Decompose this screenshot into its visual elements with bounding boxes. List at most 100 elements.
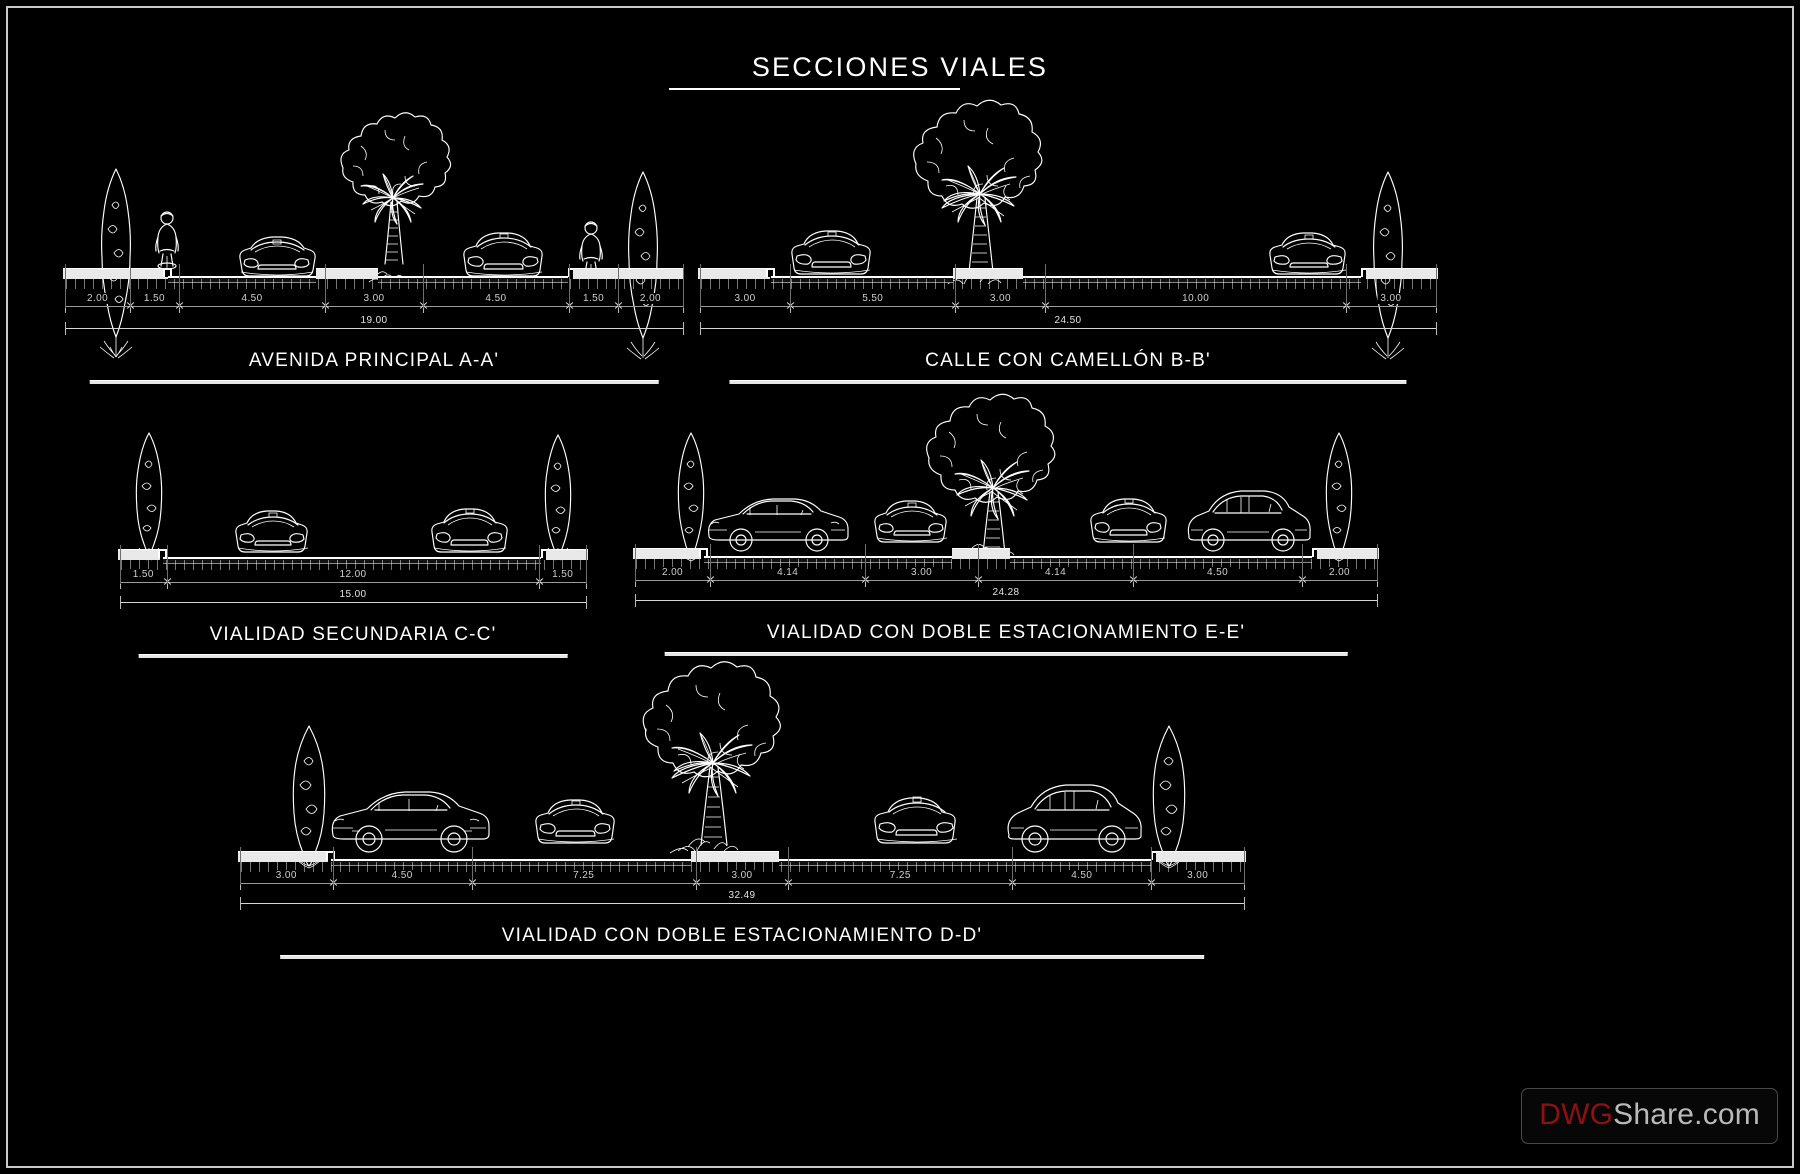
total-dimension-label: 19.00 bbox=[357, 315, 391, 326]
dimension-label: 4.50 bbox=[482, 293, 510, 304]
total-dimension-label: 32.49 bbox=[725, 890, 759, 901]
sidewalk-right bbox=[1156, 851, 1246, 862]
dimension-line bbox=[120, 582, 586, 583]
dimension-label: 2.00 bbox=[636, 293, 665, 304]
roadway bbox=[1010, 556, 1312, 563]
section-caption: CALLE CON CAMELLÓN B-B' bbox=[925, 350, 1211, 371]
dimension-label: 4.50 bbox=[238, 293, 266, 304]
section-caption-underline bbox=[89, 380, 659, 384]
car-front-icon bbox=[1266, 230, 1352, 278]
extension-line bbox=[1345, 264, 1347, 308]
hatchback-side-icon bbox=[1183, 488, 1311, 552]
watermark: DWGShare.com bbox=[1521, 1088, 1778, 1144]
sidewalk-right bbox=[1366, 268, 1438, 279]
total-dimension-tick bbox=[65, 322, 66, 335]
watermark-suffix: Share.com bbox=[1613, 1098, 1760, 1131]
car-front-icon bbox=[872, 795, 962, 847]
dimension-label: 1.50 bbox=[129, 569, 157, 580]
sedan-side-icon bbox=[705, 490, 850, 552]
dimension-label: 7.25 bbox=[570, 870, 598, 881]
sidewalk-left bbox=[633, 548, 701, 559]
drawing-title: SECCIONES VIALES bbox=[751, 52, 1049, 82]
palm-tree-icon bbox=[331, 102, 461, 287]
curb-icon bbox=[163, 268, 172, 277]
car-front-icon bbox=[788, 228, 876, 278]
cypress-tree-icon bbox=[1138, 723, 1200, 869]
extension-line bbox=[1045, 264, 1047, 308]
dimension-label: 4.14 bbox=[1041, 567, 1070, 578]
total-dimension-tick bbox=[1377, 594, 1378, 607]
dimension-label: 3.00 bbox=[908, 567, 936, 578]
total-dimension-tick bbox=[120, 596, 121, 609]
sidewalk-right bbox=[573, 268, 683, 279]
curb-icon bbox=[699, 548, 708, 557]
dimension-label: 1.50 bbox=[580, 293, 608, 304]
roadway bbox=[331, 859, 691, 866]
median-island bbox=[316, 268, 378, 279]
dimension-label: 3.00 bbox=[1377, 293, 1405, 304]
median-camellon bbox=[691, 851, 779, 862]
dimension-label: 4.14 bbox=[774, 567, 802, 578]
cypress-tree-icon bbox=[1315, 430, 1363, 562]
roadway bbox=[168, 276, 316, 283]
extension-line bbox=[539, 545, 541, 584]
section-caption: VIALIDAD SECUNDARIA C-C' bbox=[209, 624, 497, 645]
dimension-label: 10.00 bbox=[1179, 293, 1213, 304]
extension-line bbox=[569, 264, 571, 308]
subgrade-hatch bbox=[238, 862, 1246, 872]
curb-icon bbox=[326, 851, 335, 860]
total-dimension-tick bbox=[683, 322, 684, 335]
section-caption: VIALIDAD CON DOBLE ESTACIONAMIENTO D-D' bbox=[501, 925, 983, 946]
cypress-tree-icon bbox=[667, 430, 715, 562]
total-dimension-line bbox=[240, 903, 1244, 904]
subgrade-hatch bbox=[633, 559, 1379, 569]
cypress-tree-icon bbox=[278, 723, 340, 869]
extension-line bbox=[1133, 544, 1135, 582]
cypress-tree-icon bbox=[90, 165, 142, 360]
sidewalk-right bbox=[1317, 548, 1379, 559]
extension-line bbox=[865, 544, 867, 582]
extension-line bbox=[710, 544, 712, 582]
dimension-label: 3.00 bbox=[272, 870, 300, 881]
car-front-icon bbox=[235, 232, 320, 280]
section-caption-underline bbox=[138, 654, 568, 658]
extension-line bbox=[120, 545, 121, 584]
curb-icon bbox=[766, 268, 775, 277]
total-dimension-tick bbox=[635, 594, 636, 607]
total-dimension-line bbox=[700, 328, 1436, 329]
total-dimension-line bbox=[65, 328, 683, 329]
total-dimension-label: 24.28 bbox=[989, 587, 1023, 598]
section-caption-underline bbox=[729, 380, 1407, 384]
car-front-icon bbox=[532, 797, 620, 847]
extension-line bbox=[977, 544, 979, 582]
cypress-tree-icon bbox=[534, 432, 582, 561]
extension-line bbox=[635, 544, 636, 582]
extension-line bbox=[240, 847, 241, 885]
sidewalk-left bbox=[63, 268, 168, 279]
sidewalk-right bbox=[546, 549, 588, 560]
subgrade-hatch bbox=[63, 279, 683, 289]
extension-line bbox=[790, 264, 792, 308]
extension-line bbox=[955, 264, 957, 308]
extension-line bbox=[178, 264, 180, 308]
total-dimension-tick bbox=[1244, 897, 1245, 910]
extension-line bbox=[1301, 544, 1303, 582]
palm-tree-icon bbox=[902, 90, 1067, 288]
extension-line bbox=[65, 264, 66, 308]
dimension-label: 5.50 bbox=[859, 293, 887, 304]
extension-line bbox=[332, 847, 334, 885]
section-caption-underline bbox=[280, 955, 1204, 959]
dimension-label: 1.50 bbox=[549, 569, 577, 580]
roadway bbox=[779, 859, 1151, 866]
extension-line bbox=[695, 847, 697, 885]
extension-line bbox=[422, 264, 424, 308]
dimension-label: 3.00 bbox=[731, 293, 759, 304]
dimension-line bbox=[65, 306, 683, 307]
dimension-label: 2.00 bbox=[658, 567, 687, 578]
curb-icon bbox=[158, 549, 167, 558]
